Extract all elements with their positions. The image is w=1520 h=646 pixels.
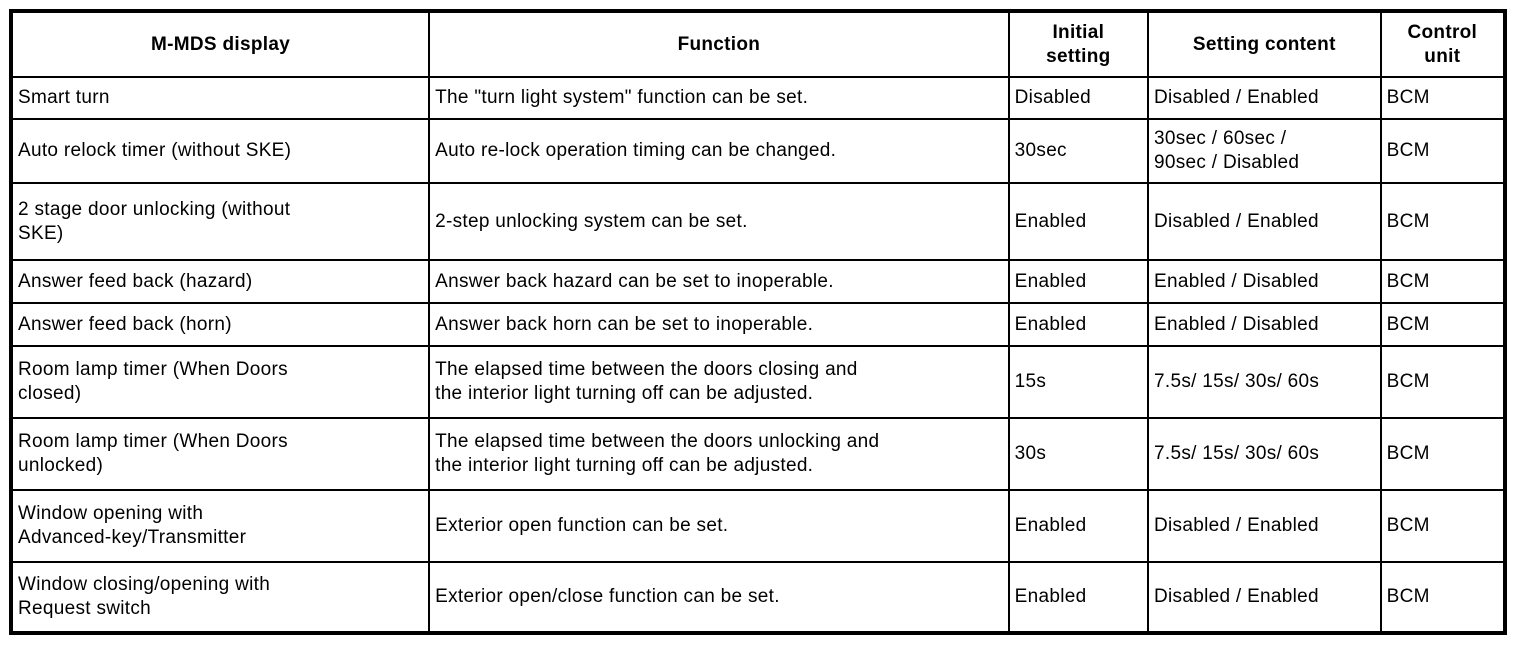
cell-control-unit: BCM <box>1379 259 1507 304</box>
cell-initial-setting: Enabled <box>1007 182 1150 261</box>
cell-display: Window opening with Advanced-key/Transmi… <box>9 489 431 563</box>
cell-function: Exterior open/close function can be set. <box>428 561 1010 634</box>
cell-display: Window closing/opening with Request swit… <box>9 561 431 634</box>
cell-function: The elapsed time between the doors closi… <box>428 345 1010 419</box>
cell-initial-setting: 30sec <box>1007 118 1150 184</box>
table-row: Window opening with Advanced-key/Transmi… <box>9 489 1507 563</box>
cell-control-unit: BCM <box>1379 417 1507 491</box>
cell-display: Smart turn <box>9 76 431 120</box>
cell-setting-content: Disabled / Enabled <box>1147 561 1382 634</box>
table-row: Room lamp timer (When Doors closed) The … <box>9 345 1507 419</box>
cell-initial-setting: 30s <box>1007 417 1150 491</box>
header-cell-mmds-display: M-MDS display <box>9 10 431 78</box>
table-row: Smart turn The "turn light system" funct… <box>9 76 1507 120</box>
table-row: Answer feed back (hazard) Answer back ha… <box>9 259 1507 304</box>
cell-initial-setting: Enabled <box>1007 561 1150 634</box>
header-cell-initial-setting: Initial setting <box>1007 10 1150 78</box>
cell-display: Room lamp timer (When Doors closed) <box>9 345 431 419</box>
cell-function: Answer back hazard can be set to inopera… <box>428 259 1010 304</box>
settings-table: M-MDS display Function Initial setting S… <box>9 9 1507 635</box>
cell-initial-setting: Disabled <box>1007 76 1150 120</box>
header-row: M-MDS display Function Initial setting S… <box>9 10 1507 78</box>
cell-function: The elapsed time between the doors unloc… <box>428 417 1010 491</box>
cell-display: 2 stage door unlocking (without SKE) <box>9 182 431 261</box>
table-row: 2 stage door unlocking (without SKE) 2-s… <box>9 182 1507 261</box>
cell-setting-content: 7.5s/ 15s/ 30s/ 60s <box>1147 417 1382 491</box>
table-row: Auto relock timer (without SKE) Auto re-… <box>9 118 1507 184</box>
cell-setting-content: Enabled / Disabled <box>1147 302 1382 347</box>
cell-control-unit: BCM <box>1379 489 1507 563</box>
table-row: Window closing/opening with Request swit… <box>9 561 1507 634</box>
cell-setting-content: Disabled / Enabled <box>1147 489 1382 563</box>
cell-control-unit: BCM <box>1379 76 1507 120</box>
table-row: Answer feed back (horn) Answer back horn… <box>9 302 1507 347</box>
cell-setting-content: Disabled / Enabled <box>1147 182 1382 261</box>
header-cell-control-unit: Control unit <box>1379 10 1507 78</box>
cell-control-unit: BCM <box>1379 182 1507 261</box>
cell-display: Auto relock timer (without SKE) <box>9 118 431 184</box>
cell-control-unit: BCM <box>1379 302 1507 347</box>
header-cell-setting-content: Setting content <box>1147 10 1382 78</box>
table-row: Room lamp timer (When Doors unlocked) Th… <box>9 417 1507 491</box>
cell-display: Answer feed back (hazard) <box>9 259 431 304</box>
cell-initial-setting: Enabled <box>1007 302 1150 347</box>
cell-function: Exterior open function can be set. <box>428 489 1010 563</box>
cell-initial-setting: Enabled <box>1007 259 1150 304</box>
cell-setting-content: 30sec / 60sec / 90sec / Disabled <box>1147 118 1382 184</box>
cell-function: The "turn light system" function can be … <box>428 76 1010 120</box>
cell-display: Room lamp timer (When Doors unlocked) <box>9 417 431 491</box>
cell-control-unit: BCM <box>1379 561 1507 634</box>
header-cell-function: Function <box>428 10 1010 78</box>
cell-function: Auto re-lock operation timing can be cha… <box>428 118 1010 184</box>
cell-control-unit: BCM <box>1379 345 1507 419</box>
cell-initial-setting: 15s <box>1007 345 1150 419</box>
cell-setting-content: Disabled / Enabled <box>1147 76 1382 120</box>
cell-initial-setting: Enabled <box>1007 489 1150 563</box>
cell-control-unit: BCM <box>1379 118 1507 184</box>
cell-setting-content: 7.5s/ 15s/ 30s/ 60s <box>1147 345 1382 419</box>
cell-setting-content: Enabled / Disabled <box>1147 259 1382 304</box>
cell-display: Answer feed back (horn) <box>9 302 431 347</box>
cell-function: Answer back horn can be set to inoperabl… <box>428 302 1010 347</box>
cell-function: 2-step unlocking system can be set. <box>428 182 1010 261</box>
